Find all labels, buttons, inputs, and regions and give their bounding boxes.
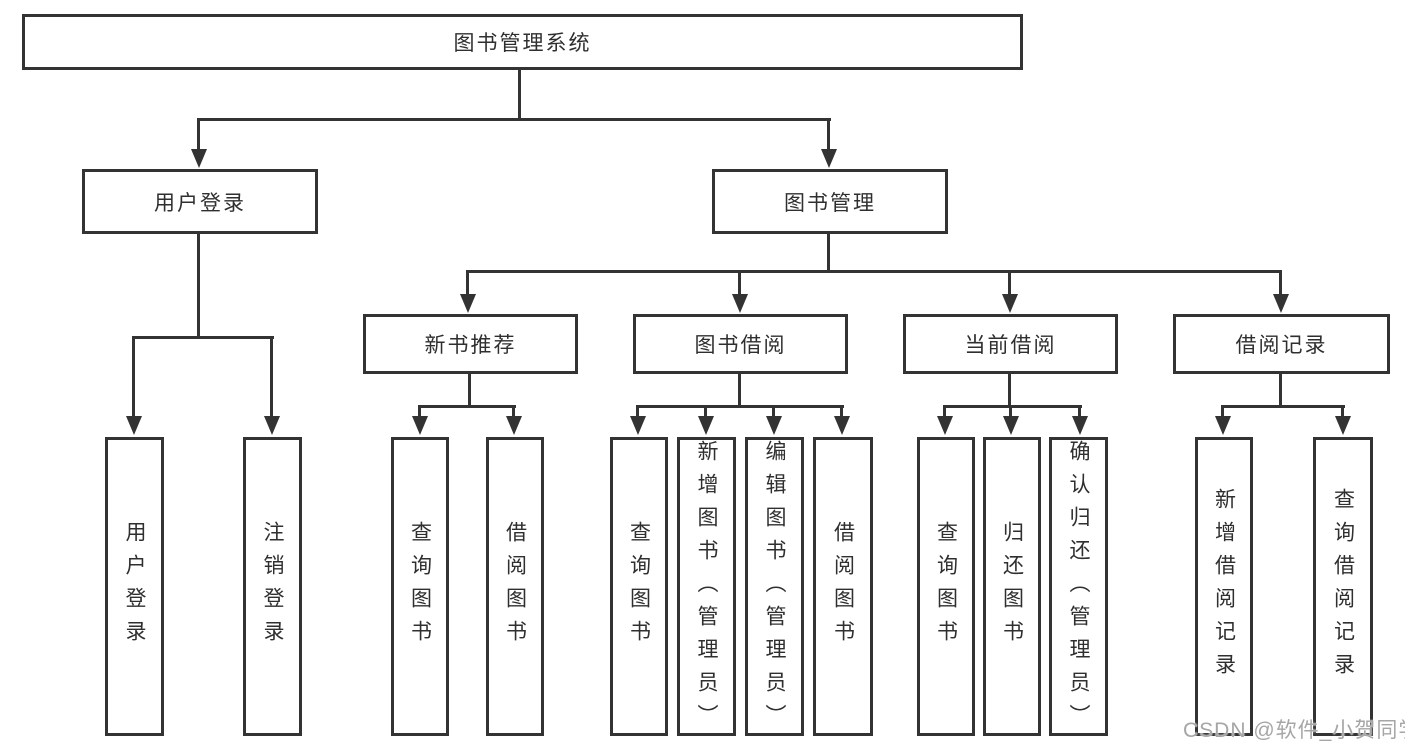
leaf-current-confirm-return-admin: 确认归还（管理员） bbox=[1049, 437, 1108, 737]
connector-level3-bar bbox=[466, 270, 1282, 273]
connector-user-login-bar bbox=[132, 336, 274, 339]
node-new-book-recommendation: 新书推荐 bbox=[363, 314, 578, 374]
arrow-down-icon bbox=[1002, 270, 1018, 313]
leaf-current-query-books: 查询图书 bbox=[917, 437, 975, 736]
arrow-down-icon bbox=[1072, 405, 1088, 435]
leaf-borrowing-add-books-admin: 新增图书（管理员） bbox=[677, 437, 736, 737]
leaf-user-login: 用户登录 bbox=[105, 437, 164, 736]
arrow-down-icon bbox=[630, 405, 646, 435]
leaf-recommend-borrow-books: 借阅图书 bbox=[486, 437, 544, 736]
arrow-down-icon bbox=[460, 270, 476, 313]
connector-user-login-stub bbox=[197, 233, 200, 338]
connector-records-bar bbox=[1221, 405, 1345, 408]
arrow-down-icon bbox=[506, 405, 522, 435]
connector-current-bar bbox=[943, 405, 1082, 408]
csdn-watermark: CSDN @软件_小贺同学 bbox=[1183, 719, 1405, 742]
connector-borrowing-stub bbox=[738, 373, 741, 407]
arrow-down-icon bbox=[264, 336, 280, 435]
connector-records-stub bbox=[1279, 373, 1282, 407]
arrow-down-icon bbox=[1335, 405, 1351, 435]
connector-root-stub bbox=[518, 69, 521, 120]
arrow-down-icon bbox=[126, 336, 142, 435]
node-library-management-system: 图书管理系统 bbox=[22, 14, 1023, 70]
leaf-records-query-borrow-record: 查询借阅记录 bbox=[1313, 437, 1373, 736]
arrow-down-icon bbox=[698, 405, 714, 435]
arrow-down-icon bbox=[1273, 270, 1289, 313]
leaf-borrowing-query-books: 查询图书 bbox=[610, 437, 668, 736]
leaf-logout: 注销登录 bbox=[243, 437, 302, 736]
node-book-management: 图书管理 bbox=[712, 169, 948, 234]
connector-recommend-bar bbox=[418, 405, 516, 408]
arrow-down-icon bbox=[821, 118, 837, 168]
arrow-down-icon bbox=[834, 405, 850, 435]
leaf-borrowing-edit-books-admin: 编辑图书（管理员） bbox=[745, 437, 804, 737]
arrow-down-icon bbox=[1215, 405, 1231, 435]
arrow-down-icon bbox=[412, 405, 428, 435]
connector-book-management-stub bbox=[827, 233, 830, 272]
leaf-current-return-books: 归还图书 bbox=[983, 437, 1041, 736]
connector-borrowing-bar bbox=[636, 405, 844, 408]
arrow-down-icon bbox=[732, 270, 748, 313]
node-borrowing-records: 借阅记录 bbox=[1173, 314, 1390, 374]
arrow-down-icon bbox=[1003, 405, 1019, 435]
connector-recommend-stub bbox=[468, 373, 471, 407]
arrow-down-icon bbox=[191, 118, 207, 168]
leaf-records-add-borrow-record: 新增借阅记录 bbox=[1195, 437, 1253, 736]
arrow-down-icon bbox=[937, 405, 953, 435]
arrow-down-icon bbox=[766, 405, 782, 435]
connector-current-stub bbox=[1008, 373, 1011, 407]
leaf-borrowing-borrow-books: 借阅图书 bbox=[813, 437, 873, 736]
node-user-login: 用户登录 bbox=[82, 169, 318, 234]
connector-level2-bar bbox=[197, 118, 831, 121]
leaf-recommend-query-books: 查询图书 bbox=[391, 437, 449, 736]
node-current-borrowing: 当前借阅 bbox=[903, 314, 1118, 374]
node-book-borrowing: 图书借阅 bbox=[633, 314, 848, 374]
